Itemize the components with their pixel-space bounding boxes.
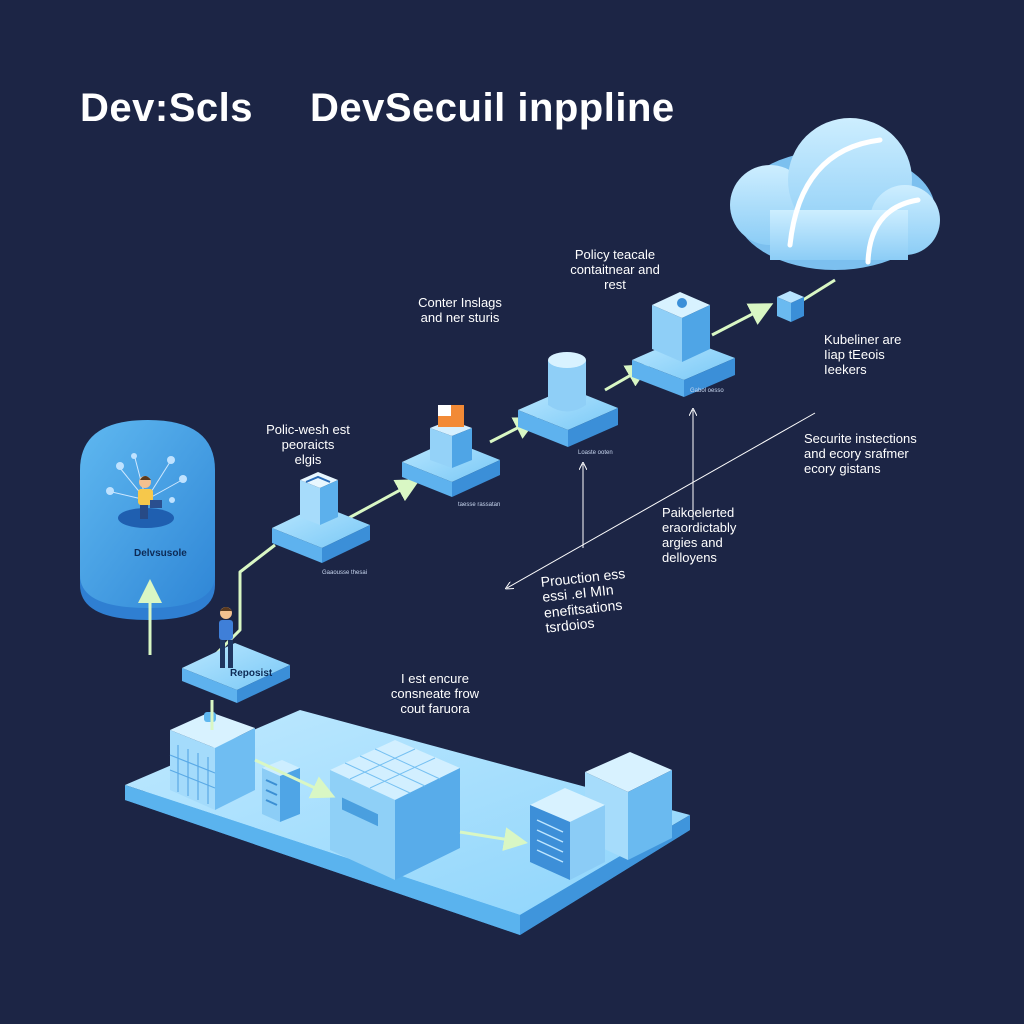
repository-tile[interactable] [182,643,290,703]
pipeline-stage-container[interactable] [402,405,500,497]
pipeline-stage-build[interactable] [272,472,370,563]
repository-label: Reposist [230,668,273,679]
annotation-security-inspections: Securite instections and ecory srafmer e… [804,431,917,476]
node-caption: taesse rassatan [458,502,501,508]
annotation-arrow [507,410,816,588]
pipeline-stage-policy[interactable] [632,292,735,397]
node-caption: Gaaousse thesai [322,570,368,576]
data-center-cube-icon [330,740,460,880]
platform-flow-arrow [254,758,528,851]
annotation-production: Prouction ess essi .eI MIn enefitsations… [539,565,626,636]
cloud-icon [730,118,940,270]
annotation-policy-deploy: Paikoelerted eraordictably argies and de… [662,505,737,565]
annotation-kubernetes: Kubeliner are Iiap tEeois Ieekers [824,332,902,377]
diagram-title-right: DevSecuil inppline [310,86,675,130]
annotation-policy-tests: Polic-wesh est peoraicts elgis [266,422,350,467]
developer-person-icon [138,476,162,519]
pipeline-connector [138,278,836,730]
diagram-title-left: Dev:Scls [80,86,253,130]
annotation-policy-container: Policy teacale contaitnear and rest [570,247,660,292]
pipeline-stage-storage[interactable] [518,352,618,447]
server-cluster-icon [530,752,672,880]
annotation-test-ensure: I est encure consneate frow cout faruora [390,671,480,716]
server-rack-icon [262,760,300,822]
developer-workspace-pod [80,420,215,620]
annotation-container-images: Conter Inslags and ner sturis [418,295,502,325]
node-caption: Loaste ooten [578,450,613,456]
node-caption: Gabol oesso [690,388,724,394]
dev-workspace-label: Delvsusole [134,548,187,559]
kubernetes-node-icon [777,291,804,322]
engineer-person-icon [219,607,233,668]
